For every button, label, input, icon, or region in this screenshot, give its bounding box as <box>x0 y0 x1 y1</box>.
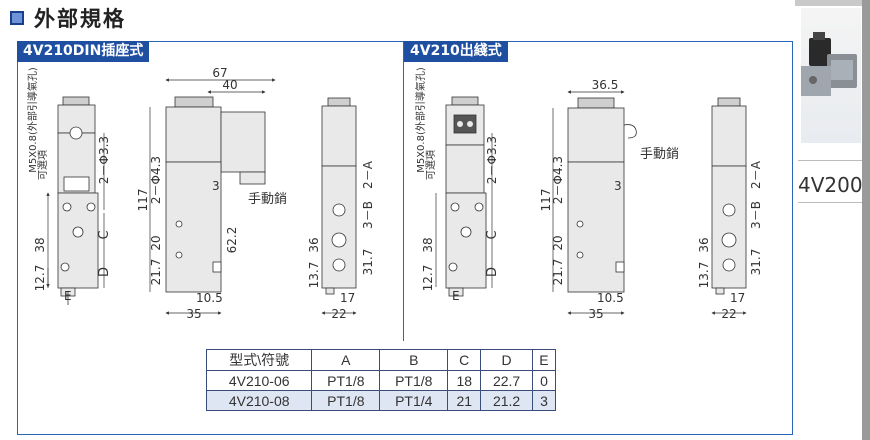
lead-port-a: 2－A <box>749 160 763 189</box>
lead-dim-20: 20 <box>551 235 565 250</box>
din-dim-13-7: 13.7 <box>307 262 321 289</box>
din-dim-port-mid: 2－Φ4.3 <box>149 156 163 204</box>
lead-dim-10-5: 10.5 <box>597 291 624 305</box>
spec-table: 型式\符號 A B C D E 4V210-06 PT1/8 PT1/8 18 … <box>205 349 557 411</box>
din-port-c: C <box>97 230 112 239</box>
table-cell: 4V210-06 <box>205 370 313 391</box>
lead-end-view <box>711 97 747 295</box>
table-cell: 21.2 <box>480 390 533 411</box>
table-cell: 22.7 <box>480 370 533 391</box>
lead-dim-17: 17 <box>730 291 745 305</box>
table-cell: PT1/8 <box>379 370 449 391</box>
sidebar-model-label: 4V200 <box>798 173 863 197</box>
table-cell: PT1/8 <box>311 390 381 411</box>
table-row: 4V210-06 PT1/8 PT1/8 18 22.7 0 <box>205 370 557 391</box>
table-cell: 18 <box>447 370 482 391</box>
table-cell: PT1/8 <box>311 370 381 391</box>
lead-dim-22: 22 <box>721 307 736 321</box>
din-dim-40: 40 <box>222 78 237 92</box>
din-dim-31-7: 31.7 <box>361 249 375 276</box>
din-dim-17: 17 <box>340 291 355 305</box>
din-port-e: E <box>64 289 72 303</box>
lead-port-b: 3－B <box>749 201 763 229</box>
din-side-note: M5X0.8(外部引導氣孔) <box>26 67 39 173</box>
table-cell: 4V210-08 <box>205 390 313 411</box>
table-row: 4V210-08 PT1/8 PT1/4 21 21.2 3 <box>205 390 557 411</box>
lead-side-view <box>567 97 637 293</box>
din-port-b: 3－B <box>361 201 375 229</box>
lead-dim-38: 38 <box>421 237 435 252</box>
sidebar-divider <box>798 202 862 203</box>
table-cell: 0 <box>531 370 557 391</box>
table-header: 型式\符號 <box>205 349 313 371</box>
lead-dim-31-7: 31.7 <box>749 249 763 276</box>
table-header: B <box>379 349 449 371</box>
sidebar-top-strip <box>795 0 862 6</box>
lead-dim-36-5: 36.5 <box>592 78 619 92</box>
panel-title-lead: 4V210出綫式 <box>404 41 508 62</box>
din-side-note-2: 可選項 <box>36 150 49 180</box>
din-dim-22: 22 <box>331 307 346 321</box>
lead-port-e: E <box>452 289 460 303</box>
din-port-a: 2－A <box>361 160 375 189</box>
lead-side-note-2: 可選項 <box>424 150 437 180</box>
table-cell: 3 <box>531 390 557 411</box>
din-dim-67: 67 <box>212 66 227 80</box>
panel-title-din: 4V210DIN插座式 <box>17 41 150 62</box>
section-heading: 外部規格 <box>10 4 126 32</box>
table-cell: PT1/4 <box>379 390 449 411</box>
din-dim-62-2: 62.2 <box>225 227 239 254</box>
din-end-view <box>321 97 357 295</box>
din-dim-117: 117 <box>136 189 150 212</box>
lead-dim-12-7: 12.7 <box>421 265 435 292</box>
din-front-view <box>57 96 99 305</box>
sidebar-divider <box>798 160 862 161</box>
table-header: C <box>447 349 482 371</box>
lead-side-note: M5X0.8(外部引導氣孔) <box>414 67 427 173</box>
din-pin-label: 手動銷 <box>248 191 287 207</box>
lead-port-d: D <box>485 267 500 277</box>
din-side-view <box>165 96 266 293</box>
din-dim-21-7: 21.7 <box>149 259 163 286</box>
din-dim-10-5: 10.5 <box>196 291 223 305</box>
product-sidebar: 4V200 <box>795 0 870 440</box>
lead-dim-13-7: 13.7 <box>697 262 711 289</box>
section-title: 外部規格 <box>34 7 126 31</box>
din-dim-20: 20 <box>149 235 163 250</box>
product-photo <box>801 8 861 143</box>
din-dim-3: 3 <box>212 179 220 193</box>
lead-dim-port-top: 2－Φ3.3 <box>485 136 499 184</box>
sidebar-grey-bar <box>862 0 870 440</box>
bullet-square-icon <box>10 11 24 25</box>
din-dim-38: 38 <box>33 237 47 252</box>
valve-photo-icon <box>801 32 857 96</box>
lead-dim-117: 117 <box>539 189 553 212</box>
lead-dim-35: 35 <box>588 307 603 321</box>
din-dim-35: 35 <box>186 307 201 321</box>
table-header: D <box>480 349 533 371</box>
table-header-row: 型式\符號 A B C D E <box>205 349 557 371</box>
lead-dim-3: 3 <box>614 179 622 193</box>
table-cell: 21 <box>447 390 482 411</box>
table-header: E <box>531 349 557 371</box>
lead-dim-21-7: 21.7 <box>551 259 565 286</box>
din-dim-port-top: 2－Φ3.3 <box>97 136 111 184</box>
panel-divider <box>403 41 404 341</box>
lead-dim-port-mid: 2－Φ4.3 <box>551 156 565 204</box>
lead-front-view <box>445 96 487 297</box>
lead-port-c: C <box>485 230 500 239</box>
lead-dim-36: 36 <box>697 237 711 252</box>
din-port-d: D <box>97 267 112 277</box>
table-header: A <box>311 349 381 371</box>
lead-pin-label: 手動銷 <box>640 146 679 162</box>
din-dim-36: 36 <box>307 237 321 252</box>
din-dim-12-7: 12.7 <box>33 265 47 292</box>
